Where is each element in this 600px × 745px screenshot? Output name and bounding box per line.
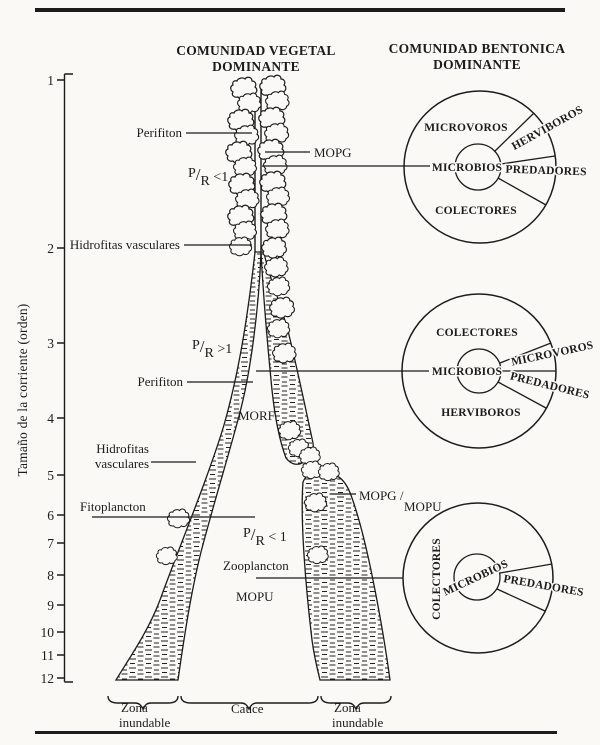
axis-title: Tamaño de la corriente (orden) <box>15 304 30 477</box>
header-bentonica-line1: COMUNIDAD BENTONICA <box>389 41 566 56</box>
pie3-colectores: COLECTORES <box>431 538 443 620</box>
header-vegetal-line1: COMUNIDAD VEGETAL <box>176 43 335 58</box>
brace-left <box>107 695 179 711</box>
tick-2: 2 <box>47 241 54 256</box>
tree-cloud-icon <box>264 256 289 278</box>
pie-chart-headwater <box>403 90 557 244</box>
leader-lines <box>92 132 430 579</box>
tree-cloud-icon <box>155 546 178 566</box>
tree-cloud-icon <box>266 318 291 339</box>
zone-braces <box>107 695 392 711</box>
label-morf: MORF <box>238 408 275 423</box>
label-mopg-mopu-1: MOPG / <box>359 488 404 503</box>
tick-1: 1 <box>47 73 54 88</box>
pie2-herviboros: HERVIBOROS <box>441 407 521 419</box>
tree-cloud-icon <box>272 342 297 364</box>
header-bentonica-line2: DOMINANTE <box>433 57 521 72</box>
tick-6: 6 <box>47 508 54 523</box>
tree-cloud-icon <box>277 420 302 441</box>
floodplain-bands <box>114 251 391 681</box>
tick-7: 7 <box>47 536 54 551</box>
tick-4: 4 <box>47 411 54 426</box>
label-pr-lower: P/R < 1 <box>243 525 287 549</box>
zone-left-line2: inundable <box>119 715 170 730</box>
pie2-microbios: MICROBIOS <box>432 366 502 378</box>
label-pr-mid: P/R >1 <box>192 337 232 361</box>
pie1-predadores: PREDADORES <box>505 164 587 179</box>
tree-cloud-icon <box>265 218 290 240</box>
pie1-colectores: COLECTORES <box>435 205 517 217</box>
tick-3: 3 <box>47 336 54 351</box>
zone-right-line1: Zona <box>334 700 361 715</box>
label-perifiton-upper: Perifiton <box>137 125 183 140</box>
tick-11: 11 <box>41 648 54 663</box>
brace-right <box>320 695 392 711</box>
label-zooplancton: Zooplancton <box>223 558 289 573</box>
label-hidrofitas-lower2: vasculares <box>95 456 149 471</box>
tree-cloud-icon <box>166 508 191 529</box>
top-rule <box>35 8 565 12</box>
vegetal-labels: Perifiton MOPG P/R <1 Hidrofitas vascula… <box>70 125 442 604</box>
pie-chart-lowreach <box>402 502 554 654</box>
left-floodplain-band <box>114 251 262 681</box>
tree-cloud-icon <box>317 462 340 482</box>
label-perifiton-mid: Perifiton <box>138 374 184 389</box>
bottom-rule <box>35 731 557 734</box>
tick-10: 10 <box>41 625 55 640</box>
tick-8: 8 <box>47 568 54 583</box>
label-fitoplancton: Fitoplancton <box>80 499 146 514</box>
pie-chart-midreach <box>401 293 557 449</box>
label-hidrofitas-lower1: Hidrofitas <box>96 441 149 456</box>
tree-cloud-icon <box>228 236 253 257</box>
stream-order-axis <box>57 73 73 683</box>
tree-cloud-icon <box>303 492 328 513</box>
right-lower-band <box>301 470 391 681</box>
tree-cloud-icon <box>266 276 291 297</box>
axis-caps <box>64 73 73 683</box>
tick-9: 9 <box>47 598 54 613</box>
axis-ticks <box>57 79 65 679</box>
tick-12: 12 <box>41 671 55 686</box>
label-hidrofitas-upper: Hidrofitas vasculares <box>70 237 180 252</box>
header-vegetal-line2: DOMINANTE <box>212 59 300 74</box>
pie1-microvoros: MICROVOROS <box>424 122 508 134</box>
header-bentonica: COMUNIDAD BENTONICA DOMINANTE <box>389 41 566 72</box>
tree-cloud-icon <box>261 236 287 259</box>
zone-left-line1: Zona <box>121 700 148 715</box>
tick-5: 5 <box>47 468 54 483</box>
axis-tick-labels: 1 2 3 4 5 6 7 8 9 10 11 12 <box>41 73 55 686</box>
header-vegetal: COMUNIDAD VEGETAL DOMINANTE <box>176 43 335 74</box>
tree-cloud-icon <box>306 545 329 565</box>
pie2-colectores: COLECTORES <box>436 327 518 339</box>
label-mopg: MOPG <box>314 145 352 160</box>
zone-labels: Zona inundable Cauce Zona inundable <box>119 700 383 730</box>
label-pr-upper: P/R <1 <box>188 165 228 189</box>
zone-center: Cauce <box>231 701 264 716</box>
brace-center <box>180 695 319 711</box>
tree-cloud-icon <box>269 296 295 319</box>
zone-right-line2: inundable <box>332 715 383 730</box>
label-mopu: MOPU <box>236 589 274 604</box>
pie1-microbios: MICROBIOS <box>432 162 502 174</box>
label-mopg-mopu-2: MOPU <box>404 499 442 514</box>
